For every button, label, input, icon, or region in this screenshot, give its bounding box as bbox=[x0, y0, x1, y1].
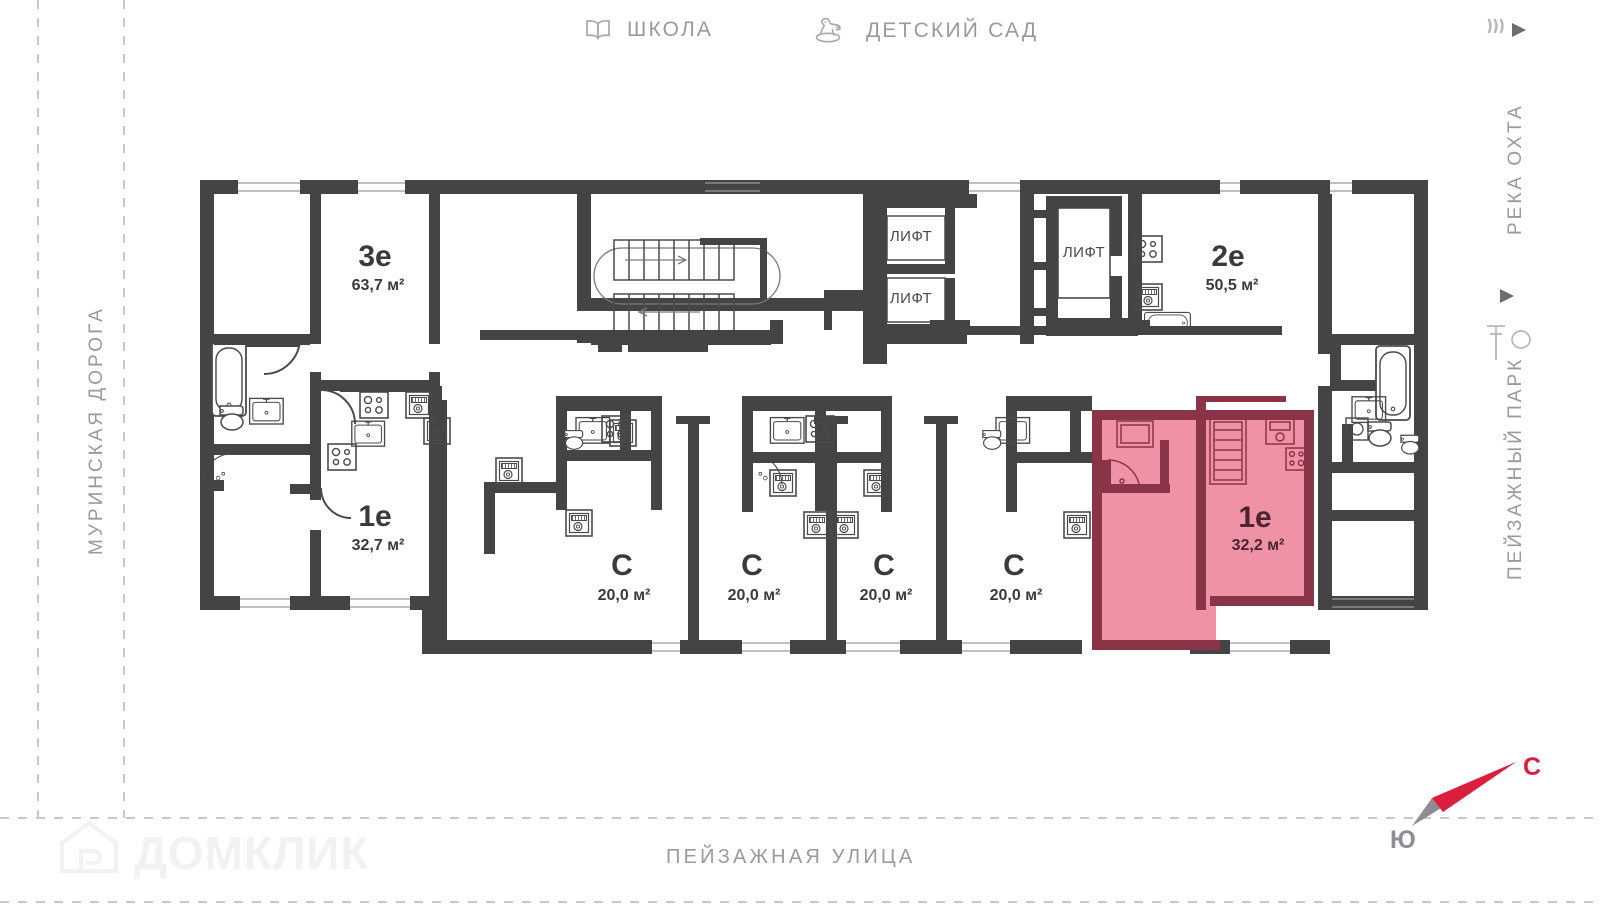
apt-1e-left-title: 1е bbox=[358, 500, 391, 533]
lift-1-label: ЛИФТ bbox=[890, 228, 932, 245]
compass-needle bbox=[1412, 762, 1516, 826]
book-icon bbox=[583, 18, 613, 42]
watermark-domclick: ДОМКЛИК bbox=[56, 818, 369, 887]
apartment-1e-selected[interactable]: 1е 32,2 м² bbox=[1092, 396, 1314, 650]
river-arrow-icon bbox=[1512, 23, 1526, 37]
park-arrow-icon bbox=[1500, 289, 1514, 303]
studio-1-area: 20,0 м² bbox=[598, 587, 651, 604]
apt-1e-selected-title: 1е bbox=[1238, 501, 1271, 534]
compass-north-label: С bbox=[1523, 753, 1542, 781]
apt-1e-selected-area: 32,2 м² bbox=[1232, 537, 1285, 554]
kitchen-2e-fixtures bbox=[1133, 235, 1191, 335]
lift-3-label: ЛИФТ bbox=[1063, 244, 1105, 261]
bathroom-left-walls bbox=[214, 334, 310, 455]
highlight-walls bbox=[1092, 396, 1314, 650]
elevator-core-left bbox=[824, 194, 977, 364]
staircase bbox=[577, 182, 863, 352]
watermark-text: ДОМКЛИК bbox=[134, 826, 370, 879]
poi-school-label: ШКОЛА bbox=[627, 18, 714, 41]
studio-fixtures bbox=[201, 396, 1420, 539]
house-logo-icon bbox=[56, 818, 122, 887]
apt-1e-left-area: 32,7 м² bbox=[352, 537, 405, 554]
bathroom-right-fixtures bbox=[1330, 334, 1414, 473]
studio-2-title: С bbox=[741, 549, 763, 582]
poi-kindergarten-label: ДЕТСКИЙ САД bbox=[866, 19, 1039, 42]
river-icon bbox=[1487, 18, 1504, 34]
elevator-core-right bbox=[1020, 194, 1142, 344]
highlight-fixtures bbox=[1107, 416, 1309, 493]
compass-south-label: Ю bbox=[1390, 826, 1416, 854]
poi-kindergarten[interactable]: ДЕТСКИЙ САД bbox=[806, 16, 1038, 46]
poi-school[interactable]: ШКОЛА bbox=[583, 18, 713, 42]
rocking-horse-icon bbox=[806, 16, 852, 46]
studio-2-area: 20,0 м² bbox=[728, 587, 781, 604]
studio-4-area: 20,0 м² bbox=[990, 587, 1043, 604]
studio-3-title: С bbox=[873, 549, 895, 582]
corridor-walls bbox=[480, 326, 1282, 340]
apt-3e-area: 63,7 м² bbox=[352, 277, 405, 294]
room-labels: 3е 63,7 м² 1е 32,7 м² С 20,0 м² С 20,0 м… bbox=[352, 240, 1259, 604]
studio-block-walls bbox=[484, 400, 1092, 646]
building-walls bbox=[200, 180, 1428, 654]
studio-1-title: С bbox=[611, 549, 633, 582]
studio-3-area: 20,0 м² bbox=[860, 587, 913, 604]
apt-2e-title: 2е bbox=[1211, 240, 1244, 273]
studio-4-title: С bbox=[1003, 549, 1025, 582]
lift-2-label: ЛИФТ bbox=[890, 290, 932, 307]
label-peyzazhnaya-street: ПЕЙЗАЖНАЯ УЛИЦА bbox=[666, 846, 916, 868]
park-icon bbox=[1487, 325, 1531, 360]
apt-2e-area: 50,5 м² bbox=[1206, 277, 1259, 294]
bathroom-left-fixtures bbox=[211, 341, 284, 431]
apt-3e-title: 3е bbox=[358, 240, 391, 273]
